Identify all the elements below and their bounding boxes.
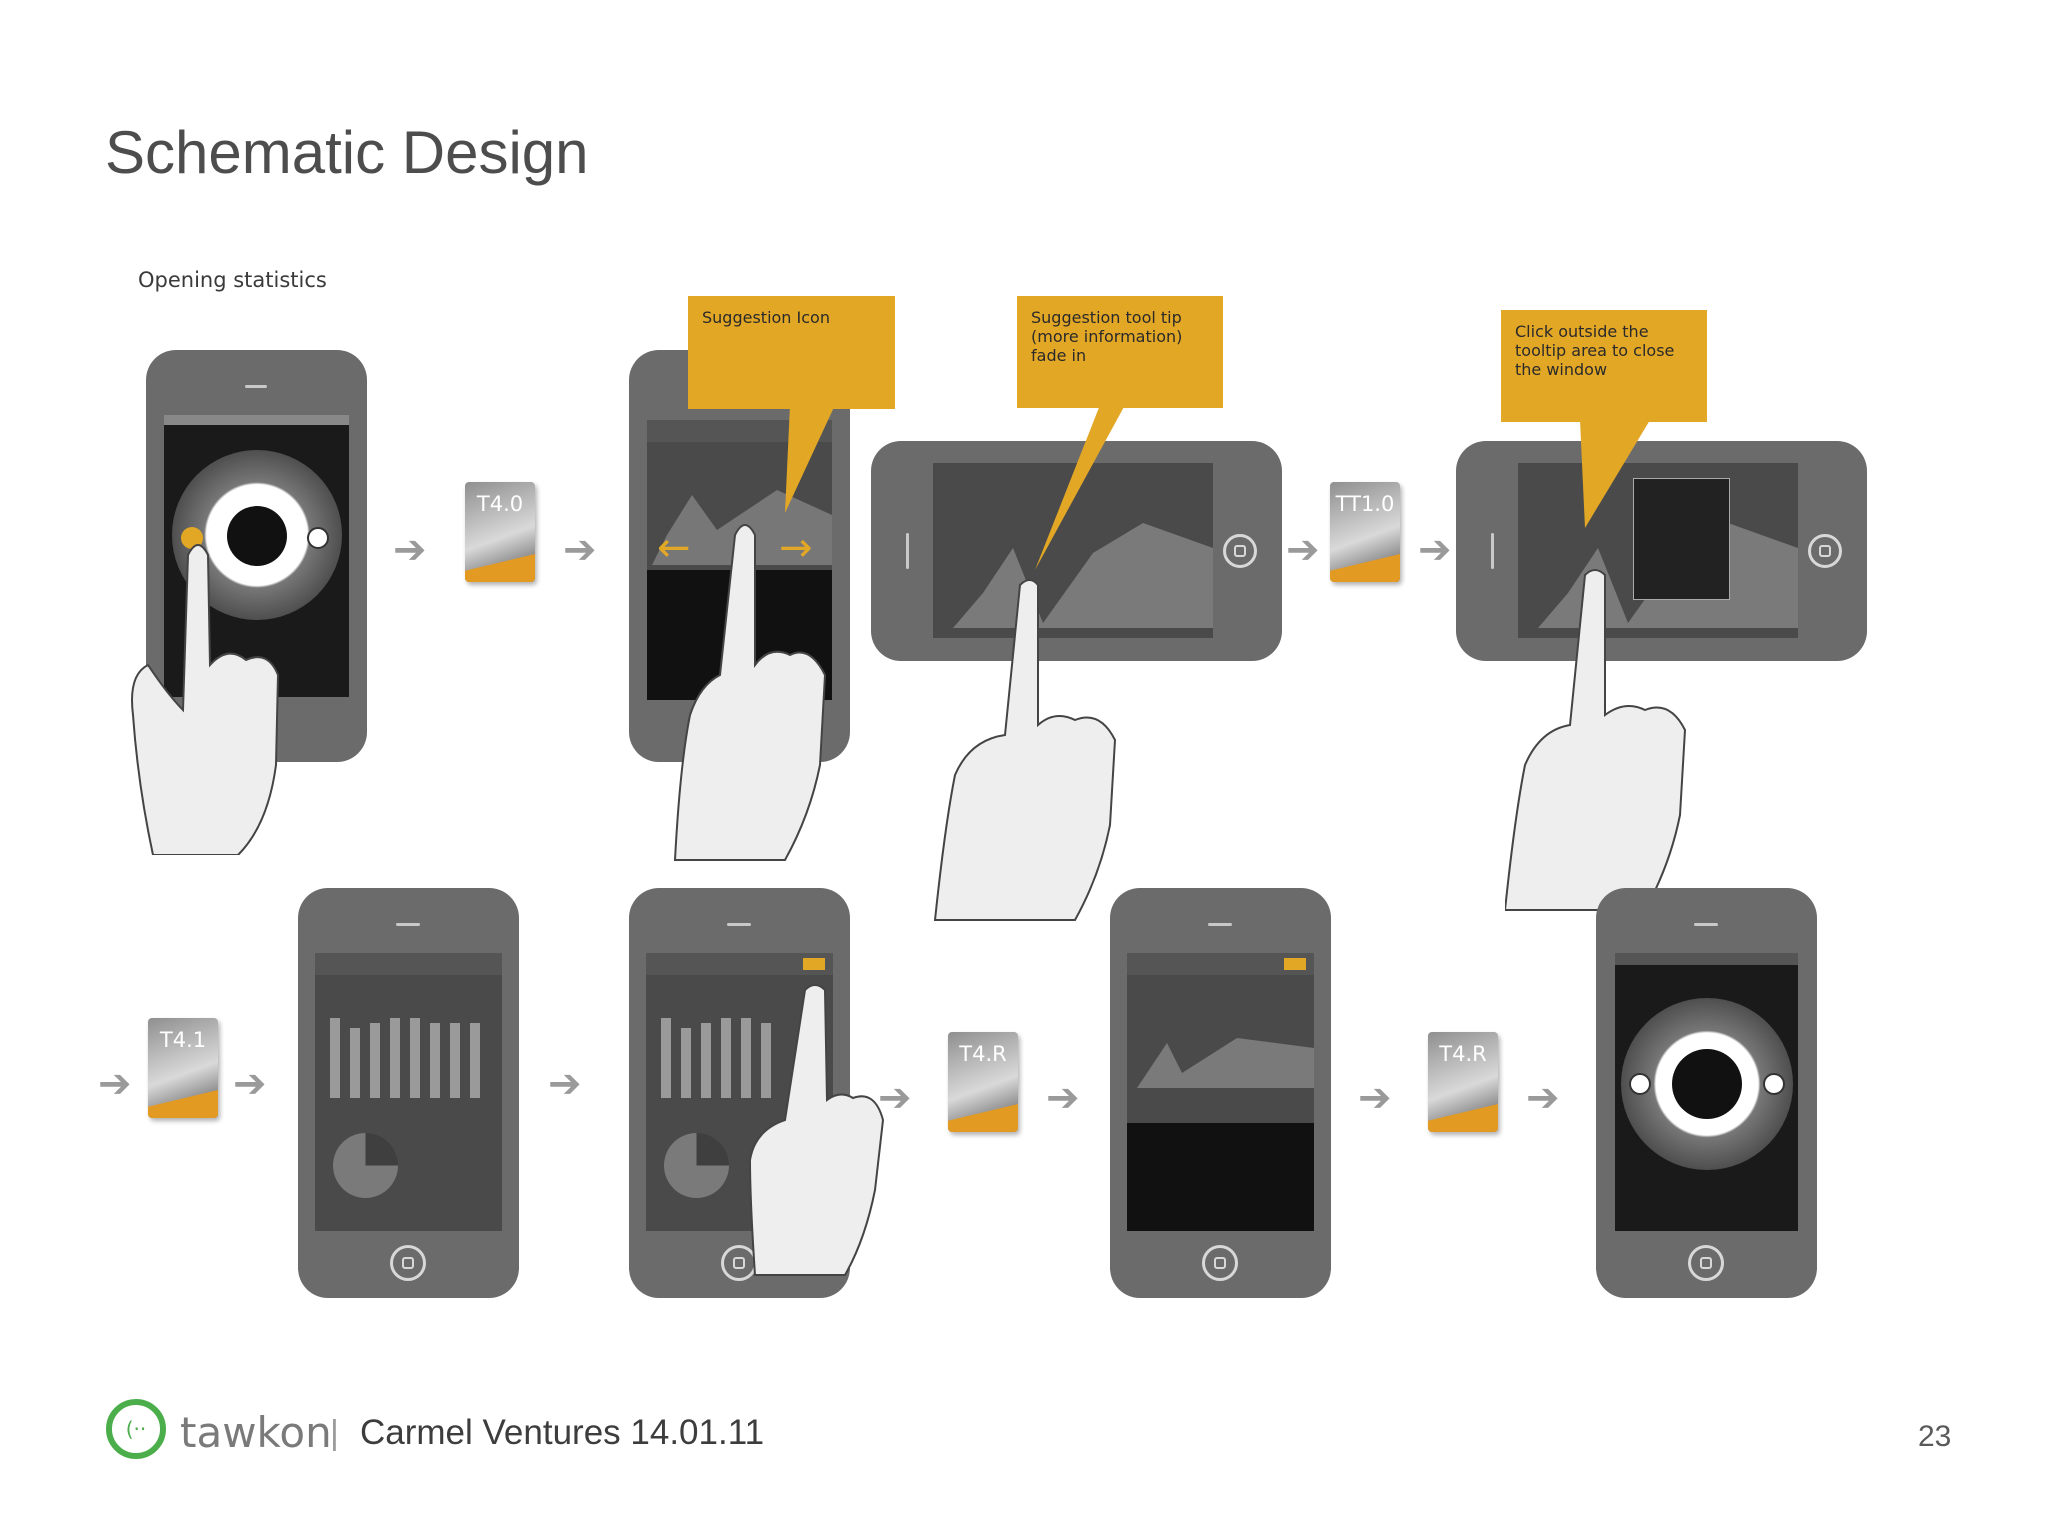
tag-label: T4.0 (476, 492, 524, 516)
callout-pointer (1580, 420, 1650, 528)
phone-speaker (396, 923, 420, 926)
home-button-icon[interactable] (1808, 534, 1842, 568)
flow-arrow-icon: ➔ (548, 1061, 582, 1107)
phone-speaker (1694, 923, 1718, 926)
tag-t4r-b: T4.R (1428, 1032, 1498, 1132)
hand-pointer-icon (748, 984, 885, 1276)
tag-label: T4.R (1439, 1042, 1487, 1066)
flow-arrow-icon: ➔ (1046, 1075, 1080, 1121)
phone-prediction-screen (146, 350, 367, 762)
hand-pointer-icon (1505, 569, 1687, 911)
flow-arrow-icon: ➔ (1418, 527, 1452, 573)
hand-pointer-icon (131, 544, 280, 855)
line-chart-screen (1127, 953, 1314, 1231)
done-button[interactable] (1284, 958, 1306, 970)
swipe-right-arrow-icon: → (779, 525, 813, 571)
phone-speaker (1491, 533, 1494, 569)
footer-event: Carmel Ventures 14.01.11 (360, 1413, 765, 1452)
callout-suggestion-tooltip: Suggestion tool tip (more information) f… (1017, 296, 1223, 408)
option-1-icon[interactable] (1629, 1073, 1651, 1095)
flow-arrow-icon: ➔ (878, 1075, 912, 1121)
phone-speaker (1208, 923, 1232, 926)
flow-arrow-icon: ➔ (393, 527, 427, 573)
flow-arrow-icon: ➔ (563, 527, 597, 573)
bar-chart-screen (315, 953, 502, 1231)
tooltip-panel (1633, 478, 1730, 600)
tag-tt10: TT1.0 (1330, 482, 1400, 582)
phone-speaker (727, 923, 751, 926)
home-button-icon[interactable] (1202, 1245, 1238, 1281)
prediction-center[interactable] (227, 506, 287, 566)
tag-t4r-a: T4.R (948, 1032, 1018, 1132)
phone-speaker (245, 385, 267, 388)
callout-pointer (785, 405, 835, 513)
option-2-icon[interactable] (1763, 1073, 1785, 1095)
done-button[interactable] (803, 958, 825, 970)
flow-arrow-icon: ➔ (1526, 1075, 1560, 1121)
option-2-icon[interactable] (307, 527, 329, 549)
home-button-icon[interactable] (1688, 1245, 1724, 1281)
brand-name: tawkon (180, 1408, 332, 1457)
callout-pointer (1035, 405, 1125, 570)
flow-arrow-icon: ➔ (1358, 1075, 1392, 1121)
phone-bar-chart (298, 888, 519, 1298)
pie-chart (333, 1133, 398, 1198)
tag-t40: T4.0 (465, 482, 535, 582)
tag-label: T4.R (959, 1042, 1007, 1066)
phone-speaker (906, 533, 909, 569)
flow-arrow-icon: ➔ (98, 1061, 132, 1107)
footer-separator: | (330, 1414, 339, 1452)
tag-t41: T4.1 (148, 1018, 218, 1118)
phone-line-chart-legend (1110, 888, 1331, 1298)
flow-arrow-icon: ➔ (1286, 527, 1320, 573)
hand-pointer-icon (933, 579, 1117, 921)
home-button-icon[interactable] (390, 1245, 426, 1281)
hand-pointer-icon (673, 524, 827, 861)
phone-screen (1615, 953, 1798, 1231)
option-1-icon[interactable] (181, 527, 203, 549)
slide-title: Schematic Design (105, 119, 589, 186)
callout-click-outside: Click outside the tooltip area to close … (1501, 310, 1707, 422)
pie-chart (664, 1133, 729, 1198)
page-number: 23 (1918, 1420, 1952, 1453)
tawkon-logo-icon: (·· (106, 1399, 166, 1459)
swipe-left-arrow-icon: ← (657, 525, 691, 571)
home-button-icon[interactable] (1223, 534, 1257, 568)
callout-suggestion-icon: Suggestion Icon (688, 296, 895, 409)
tag-label: TT1.0 (1335, 492, 1395, 516)
svg-text:(··: (·· (126, 1417, 147, 1441)
section-subtitle: Opening statistics (138, 268, 327, 292)
tag-label: T4.1 (159, 1028, 207, 1052)
flow-arrow-icon: ➔ (233, 1061, 267, 1107)
prediction-center[interactable] (1672, 1049, 1742, 1119)
phone-prediction-return (1596, 888, 1817, 1298)
